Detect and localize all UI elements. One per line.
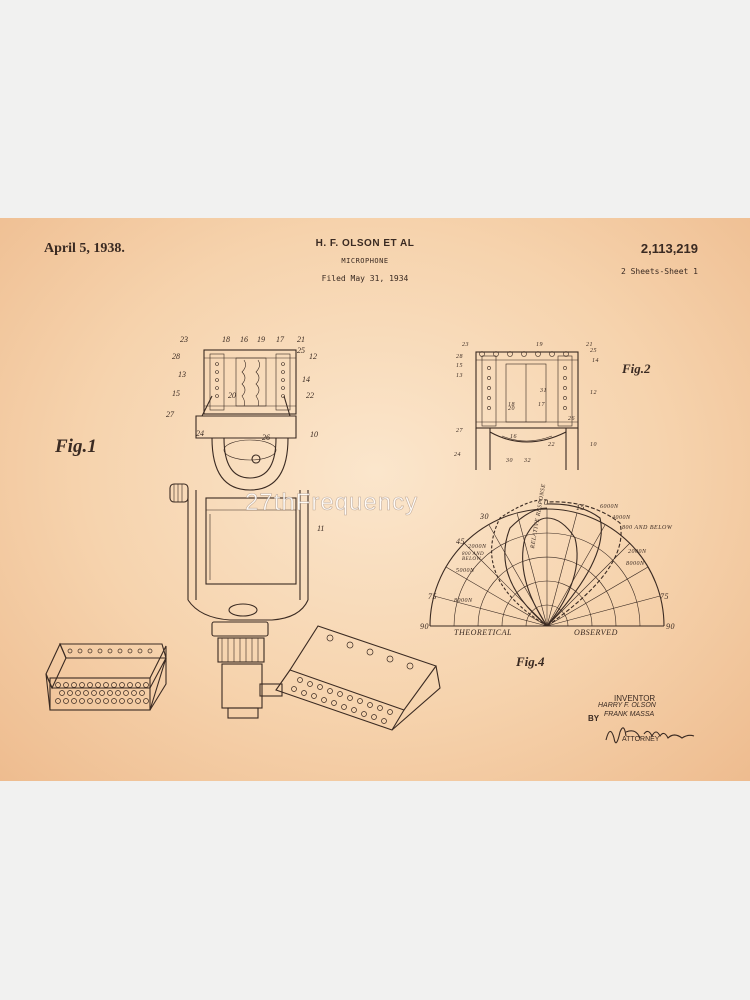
fig4-left-label: 8000N [454,598,473,604]
fig2-ref-numeral: 16 [510,434,517,440]
fig2-ref-numeral: 13 [456,373,463,379]
svg-text:18: 18 [222,335,230,344]
fig2-ref-numeral: 10 [590,442,597,448]
fig4-left-label: 2000N [468,544,487,550]
fig2-ref-numeral: 22 [548,442,555,448]
watermark: 27thFrequency [245,489,419,517]
fig2-ref-numeral: 30 [506,458,513,464]
fig2-ref-numeral: 14 [592,358,599,364]
patent-sheet: 23 18 16 19 17 21 28 25 12 13 14 15 22 2… [0,218,750,781]
attorney-label: ATTORNEY [622,736,660,743]
fig4-left-label: 90 [420,622,429,631]
svg-text:25: 25 [297,346,305,355]
fig2-ref-numeral: 24 [454,452,461,458]
fig4-right-label: 2000N [628,549,647,555]
fig4-right-label: 8000N [626,561,645,567]
fig4-right-label: 6000N [600,504,619,510]
attorney-signature [605,727,695,744]
svg-text:19: 19 [257,335,265,344]
svg-text:28: 28 [172,352,180,361]
svg-text:15: 15 [172,389,180,398]
fig2-ref-numeral: 26 [568,416,575,422]
fig4-top-label: 0 [544,498,549,507]
fig2-ref-numeral: 17 [538,402,545,408]
inventor-name: HARRY F. OLSON [598,702,656,709]
inventor-name: FRANK MASSA [604,711,655,718]
fig4-right-label: 4000N [612,515,631,521]
fig4-left-label: 75 [428,592,437,601]
svg-text:11: 11 [317,524,324,533]
svg-text:16: 16 [240,335,248,344]
fig2-ref-numeral: 12 [590,390,597,396]
fig2-ref-numeral: 32 [524,458,531,464]
patent-number: 2,113,219 [640,241,698,256]
fig1-label: Fig.1 [55,436,97,457]
fig2-ref-numeral: 15 [456,363,463,369]
fig4-right-label: 90 [666,622,675,631]
fig2-ref-numeral: 19 [536,342,543,348]
fig2-ref-numeral: 27 [456,428,463,434]
svg-text:14: 14 [302,375,310,384]
fig4-right-label: 75 [660,592,669,601]
sheet-info: 2 Sheets-Sheet 1 [620,267,698,276]
svg-text:17: 17 [276,335,285,344]
svg-text:24: 24 [196,429,204,438]
patent-drawings: 23 18 16 19 17 21 28 25 12 13 14 15 22 2… [45,335,695,744]
svg-text:13: 13 [178,370,186,379]
fig2-label: Fig.2 [622,361,651,376]
svg-text:21: 21 [297,335,305,344]
fig4-polar-plot [429,499,665,627]
fig4-label: Fig.4 [516,654,545,669]
fig2-ref-numeral: 20 [508,406,515,412]
svg-text:22: 22 [306,391,314,400]
fig4-right-label: 15 [576,503,585,512]
svg-text:20: 20 [228,391,236,400]
fig2-ref-numeral: 18 [508,402,515,408]
fig4-left-label: 800 AND BELOW [462,552,485,562]
svg-text:27: 27 [166,410,175,419]
issue-date: April 5, 1938. [44,241,125,256]
filed-date: Filed May 31, 1934 [321,274,409,283]
inventor-label: INVENTOR [614,694,656,703]
fig4-left-label: 5000N [456,568,475,574]
fig1-reference-numerals: 23 18 16 19 17 21 28 25 12 13 14 15 22 2… [166,335,324,533]
invention-title: MICROPHONE [341,257,389,265]
fig2-drawing [475,351,579,470]
fig2-ref-numeral: 31 [540,388,547,394]
fig1-perforated-cover [45,642,167,711]
fig4-theoretical-caption: THEORETICAL [454,628,512,637]
svg-text:26: 26 [262,433,270,442]
svg-text:12: 12 [309,352,317,361]
fig1-perforated-tray [275,625,441,731]
fig2-ref-numeral: 28 [456,354,463,360]
inventor-heading: H. F. OLSON ET AL [315,238,415,249]
fig2-ref-numeral: 21 [586,342,593,348]
by-label: BY [588,714,600,723]
fig4-left-label: 30 [480,512,489,521]
fig2-ref-numeral: 25 [590,348,597,354]
fig1-microphone-drawing [169,349,309,719]
fig4-right-label: 800 AND BELOW [622,525,673,531]
fig4-observed-caption: OBSERVED [574,628,618,637]
fig2-ref-numeral: 23 [462,342,469,348]
svg-text:23: 23 [180,335,188,344]
fig4-left-label: 45 [456,537,465,546]
svg-text:10: 10 [310,430,318,439]
